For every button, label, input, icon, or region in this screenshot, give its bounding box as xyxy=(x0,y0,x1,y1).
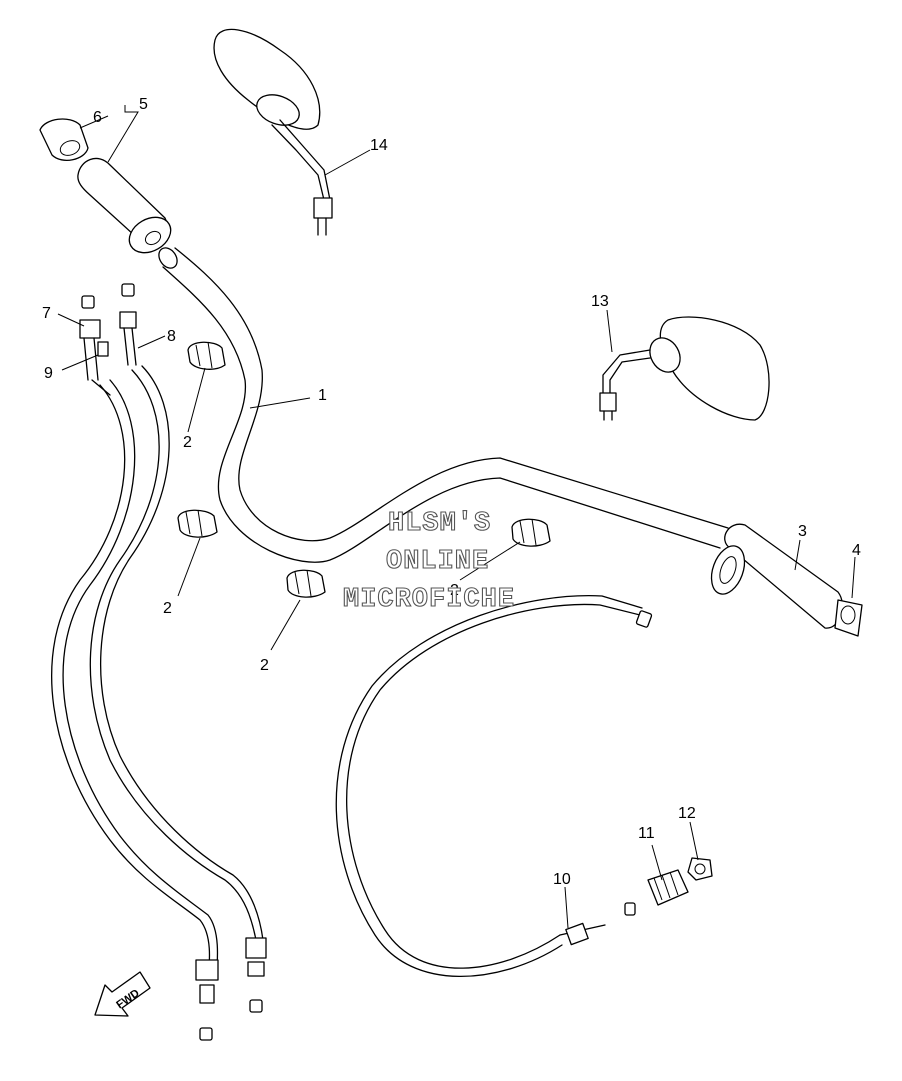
callout-labels: 1 2 2 2 2 3 4 5 6 7 8 9 10 11 12 13 14 xyxy=(42,96,861,888)
callout-8: 8 xyxy=(167,328,176,345)
callout-2c: 2 xyxy=(260,657,269,674)
left-grip-assembly xyxy=(39,118,172,254)
handlebar xyxy=(158,247,729,563)
holder-1 xyxy=(187,341,226,370)
callout-4: 4 xyxy=(852,542,861,559)
callout-2d: 2 xyxy=(450,582,459,599)
callout-6: 6 xyxy=(93,109,102,126)
callout-11: 11 xyxy=(638,825,655,842)
watermark-line-3: MICROFICHE xyxy=(343,585,515,615)
callout-10: 10 xyxy=(553,871,571,888)
callout-3: 3 xyxy=(798,523,807,540)
watermark-line-2: ONLINE xyxy=(386,547,489,577)
callout-12: 12 xyxy=(678,805,696,822)
right-mirror xyxy=(599,316,770,421)
throttle-cables xyxy=(51,283,267,1041)
left-mirror xyxy=(213,28,333,236)
callout-2a: 2 xyxy=(183,434,192,451)
holder-2 xyxy=(177,509,218,538)
leader-lines xyxy=(57,105,856,929)
callout-2b: 2 xyxy=(163,600,172,617)
right-grip-assembly xyxy=(710,523,863,637)
watermark: HLSM'S ONLINE MICROFICHE xyxy=(342,508,515,615)
callout-13: 13 xyxy=(591,293,609,310)
callout-14: 14 xyxy=(370,137,388,154)
callout-5: 5 xyxy=(139,96,148,113)
holder-4 xyxy=(511,518,551,547)
holder-3 xyxy=(286,569,326,598)
callout-9: 9 xyxy=(44,365,53,382)
fwd-arrow: FWD xyxy=(94,971,151,1017)
callout-7: 7 xyxy=(42,305,51,322)
watermark-line-1: HLSM'S xyxy=(388,509,491,539)
callout-1: 1 xyxy=(318,387,327,404)
clutch-cable xyxy=(335,594,713,978)
